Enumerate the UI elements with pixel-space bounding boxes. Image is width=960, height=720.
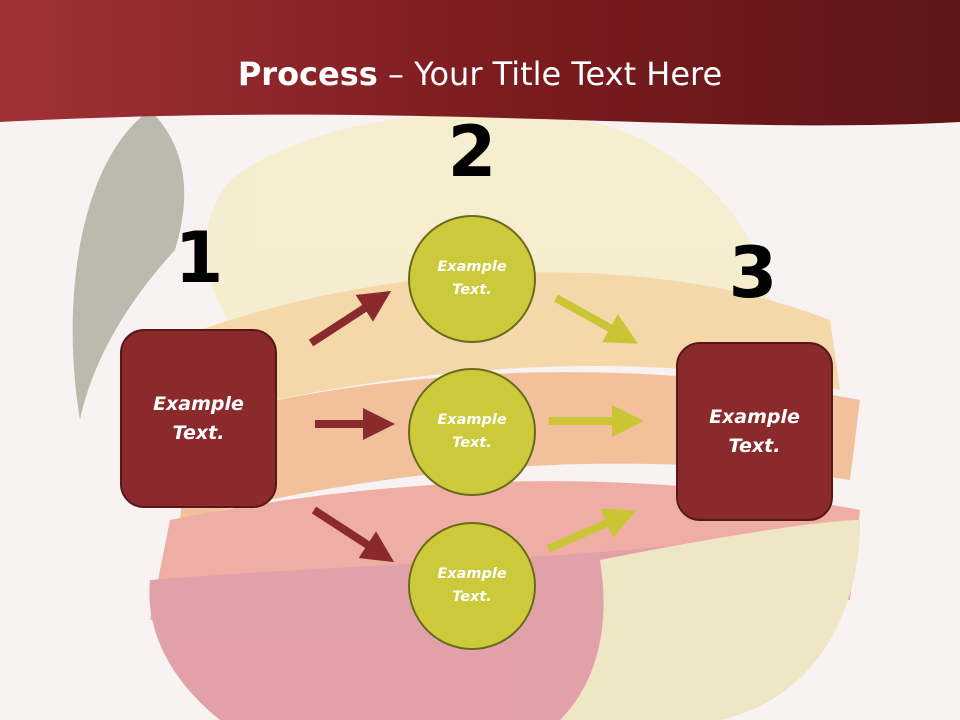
step-1-box-text: Example Text.	[153, 392, 244, 444]
title-bold-text: Process	[237, 55, 378, 93]
arrow-1-to-bottom	[311, 506, 395, 563]
step-2-circle-middle[interactable]: Example Text.	[408, 368, 536, 496]
step-1-box[interactable]: Example Text.	[120, 329, 277, 508]
arrow-top-to-3	[554, 294, 638, 344]
step-number-1: 1	[174, 217, 224, 299]
circle-top-text: Example Text.	[437, 259, 507, 298]
slide-title: Process – Your Title Text Here	[0, 52, 960, 96]
arrow-bottom-to-3	[546, 508, 636, 553]
step-3-box-text: Example Text.	[709, 405, 800, 457]
step-3-box[interactable]: Example Text.	[676, 342, 833, 521]
step-2-circle-bottom[interactable]: Example Text.	[408, 522, 536, 650]
step-2-circle-top[interactable]: Example Text.	[408, 215, 536, 343]
step-number-3: 3	[728, 232, 778, 314]
arrow-1-to-top	[308, 290, 392, 347]
title-rest-text: – Your Title Text Here	[377, 55, 723, 93]
circle-bottom-text: Example Text.	[437, 566, 507, 605]
circle-middle-text: Example Text.	[437, 412, 507, 451]
step-number-2: 2	[447, 111, 497, 193]
